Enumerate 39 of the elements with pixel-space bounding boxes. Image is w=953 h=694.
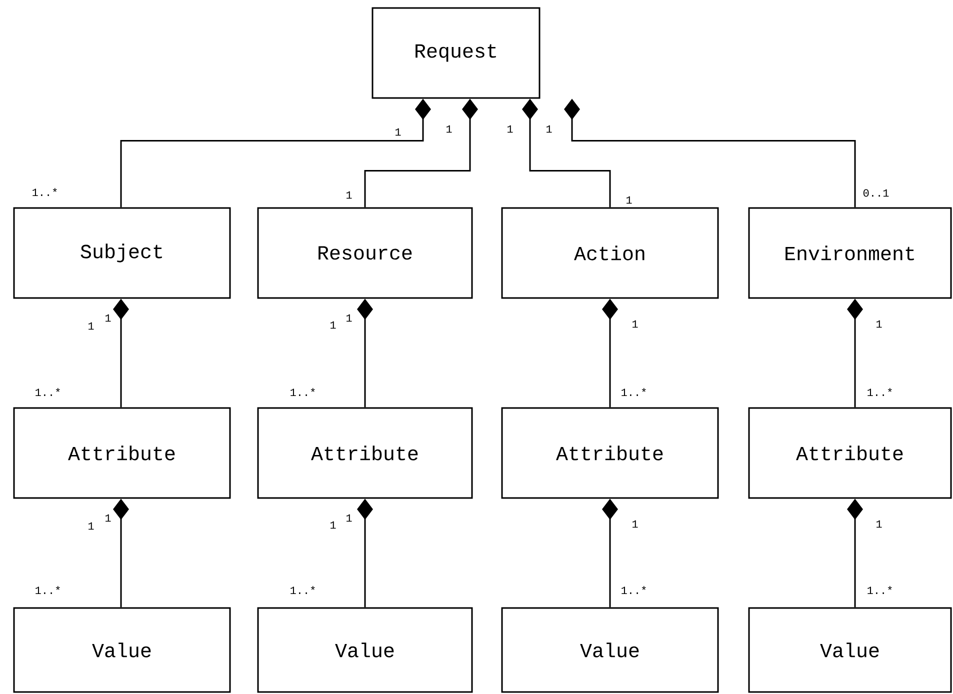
multiplicity-label: 1: [396, 128, 401, 136]
multiplicity-label: 1: [876, 520, 882, 528]
class-box: Subject: [13, 207, 231, 299]
multiplicity-label: 1..*: [622, 586, 646, 594]
multiplicity-label: 1: [446, 125, 452, 133]
class-box: Request: [372, 7, 540, 99]
multiplicity-label: 1: [632, 520, 638, 528]
multiplicity-label: 1: [876, 320, 882, 328]
class-box: Value: [501, 607, 719, 693]
multiplicity-label: 1: [632, 320, 638, 328]
class-box: Attribute: [748, 407, 952, 499]
multiplicity-label: 1..*: [622, 388, 646, 396]
multiplicity-label: 1: [88, 522, 94, 530]
multiplicity-label: 1: [106, 314, 111, 322]
multiplicity-label: 1..*: [868, 586, 892, 594]
multiplicity-label: 1: [508, 125, 513, 133]
class-box: Value: [13, 607, 231, 693]
multiplicity-label: 0..1: [863, 189, 889, 197]
class-box: Attribute: [501, 407, 719, 499]
multiplicity-label: 1: [546, 125, 552, 133]
class-box: Environment: [748, 207, 952, 299]
class-box: Attribute: [13, 407, 231, 499]
class-box: Action: [501, 207, 719, 299]
class-box: Attribute: [257, 407, 473, 499]
multiplicity-label: 1..*: [290, 388, 315, 396]
multiplicity-label: 1: [346, 314, 352, 322]
multiplicity-label: 1..*: [290, 586, 315, 594]
class-box: Resource: [257, 207, 473, 299]
multiplicity-label: 1: [106, 514, 111, 522]
multiplicity-label: 1: [88, 322, 94, 330]
multiplicity-label: 1..*: [36, 388, 60, 396]
multiplicity-label: 1..*: [868, 388, 892, 396]
class-box: Value: [748, 607, 952, 693]
class-box: Value: [257, 607, 473, 693]
multiplicity-label: 1..*: [36, 586, 60, 594]
multiplicity-label: 1: [330, 521, 336, 529]
multiplicity-label: 1: [346, 514, 352, 522]
multiplicity-label: 1: [330, 321, 336, 329]
multiplicity-label: 1..*: [32, 188, 57, 196]
